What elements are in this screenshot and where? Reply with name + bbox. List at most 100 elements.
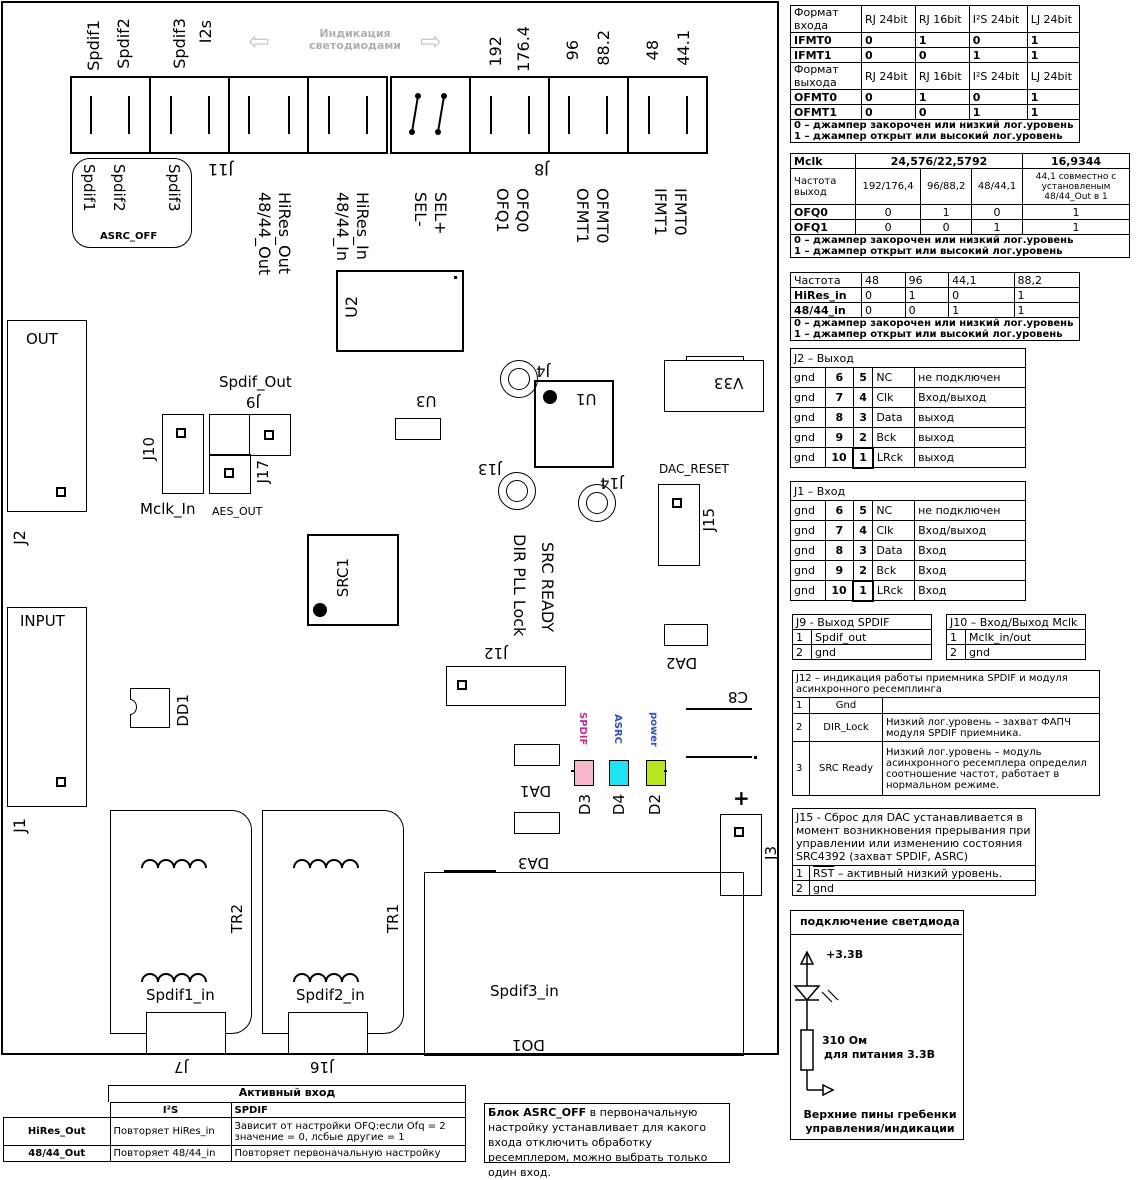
- j14-ring: [586, 492, 608, 514]
- da3-chip[interactable]: [514, 812, 560, 834]
- j11-pin: [90, 96, 92, 134]
- cell: 7: [824, 387, 854, 408]
- j11-pin: [248, 96, 250, 134]
- cell: RJ 16bit: [914, 5, 970, 33]
- led-tick: [664, 770, 667, 772]
- j7-connector[interactable]: [146, 1012, 226, 1054]
- cell: 2: [792, 713, 810, 742]
- label-da2: DA2: [666, 654, 698, 672]
- j15-header[interactable]: [658, 484, 700, 566]
- cell: Mclk_in/out: [965, 629, 1086, 645]
- cell: HiRes_in: [790, 287, 862, 303]
- cell: 48: [861, 272, 906, 288]
- table-title: J12 – индикация работы приемника SPDIF и…: [792, 670, 1100, 698]
- cell: 10: [824, 580, 854, 601]
- j2-output-connector[interactable]: [7, 320, 87, 512]
- da2-chip[interactable]: [664, 624, 708, 646]
- cell: 1: [1026, 32, 1081, 48]
- cell: 96: [904, 272, 950, 288]
- j1-input-connector[interactable]: [7, 607, 87, 807]
- label-j4: J4: [536, 362, 550, 380]
- label-aes-out: AES_OUT: [212, 505, 263, 518]
- label-src1: SRC1: [334, 558, 352, 598]
- cell: 1: [1022, 204, 1130, 220]
- j4-testpoint[interactable]: [500, 360, 538, 398]
- j11-pin: [128, 96, 130, 134]
- j8-pin: [528, 96, 530, 134]
- j9-header[interactable]: [209, 414, 291, 456]
- cell: 10: [824, 447, 854, 468]
- cell: gnd: [790, 560, 826, 581]
- src1-chip[interactable]: [307, 534, 399, 626]
- cell: 1: [948, 302, 1015, 318]
- u3-chip[interactable]: [395, 418, 441, 440]
- u1-chip[interactable]: [534, 380, 614, 468]
- j14-testpoint[interactable]: [578, 484, 616, 522]
- j12-header[interactable]: [446, 666, 566, 706]
- cell: [882, 697, 1100, 714]
- cell: 9: [824, 427, 854, 448]
- cell: 0: [920, 219, 973, 235]
- cell: Data: [872, 540, 916, 561]
- cell: gnd: [790, 367, 826, 388]
- cell: 44,1 совместно с установленым 48/44_Out …: [1022, 168, 1130, 205]
- u1-pin1-dot: [543, 390, 557, 404]
- src1-pin1-dot: [313, 603, 327, 617]
- cell: 24,576/22,5792: [855, 153, 1023, 169]
- u2-pin1-dot: [454, 276, 457, 279]
- cell: DIR_Lock: [809, 713, 883, 742]
- cell: NC: [872, 500, 916, 521]
- j17-header[interactable]: [209, 454, 251, 494]
- cell: gnd: [790, 447, 826, 468]
- cell: gnd: [790, 407, 826, 428]
- cell: 1: [914, 32, 970, 48]
- v33-regulator[interactable]: [664, 360, 764, 412]
- table-note: 0 – джампер закорочен или низкий лог.уро…: [790, 234, 1130, 258]
- label-j8: J8: [534, 160, 549, 179]
- label-96: 96: [563, 40, 582, 61]
- cell: 6: [824, 500, 854, 521]
- cell: 2: [792, 880, 810, 896]
- cell: 5: [852, 367, 874, 388]
- cell: Вход: [914, 560, 1026, 581]
- j16-connector[interactable]: [288, 1012, 368, 1054]
- u2-chip[interactable]: [336, 270, 464, 352]
- do1-module[interactable]: [424, 872, 744, 1056]
- cell: 0: [904, 302, 950, 318]
- label-hires-in: HiRes_In 48/44_In: [333, 192, 372, 261]
- cell: 1: [792, 865, 810, 881]
- table-title: J2 – Выход: [790, 348, 1026, 368]
- cell: OFMT1: [790, 104, 862, 120]
- label-j7: J7: [174, 1058, 188, 1076]
- asrc-off-block[interactable]: [72, 158, 192, 248]
- da1-chip[interactable]: [514, 744, 560, 766]
- j3-header[interactable]: [720, 814, 762, 896]
- cell: gnd: [809, 880, 1036, 896]
- arrow-left-icon: ⇦: [248, 27, 270, 57]
- led-box-title: подключение светдиода: [800, 915, 960, 928]
- label-192: 192: [486, 36, 505, 67]
- j11-divider: [149, 78, 151, 152]
- j13-testpoint[interactable]: [498, 472, 536, 510]
- j9-divider: [249, 414, 250, 454]
- cell: 0: [914, 104, 970, 120]
- c8-plate: [686, 708, 752, 710]
- cell: 44,1: [948, 272, 1015, 288]
- cell: NC: [872, 367, 916, 388]
- j11-connector[interactable]: [70, 76, 388, 154]
- j8-divider: [548, 78, 550, 152]
- label-spdif1-top: Spdif1: [84, 20, 103, 71]
- j8-connector[interactable]: [390, 76, 708, 154]
- cell: I²S 24bit: [968, 5, 1028, 33]
- label-44: 44.1: [674, 30, 693, 66]
- cell: 8: [824, 540, 854, 561]
- cell: 48/44,1: [971, 168, 1023, 205]
- label-d3: D3: [576, 794, 594, 816]
- label-j15: J15: [700, 508, 718, 532]
- j10-header[interactable]: [162, 414, 204, 494]
- label-j10: J10: [140, 437, 158, 461]
- label-ofq: OFQ0 OFQ1: [493, 188, 532, 233]
- cell: SPDIF: [230, 1102, 466, 1118]
